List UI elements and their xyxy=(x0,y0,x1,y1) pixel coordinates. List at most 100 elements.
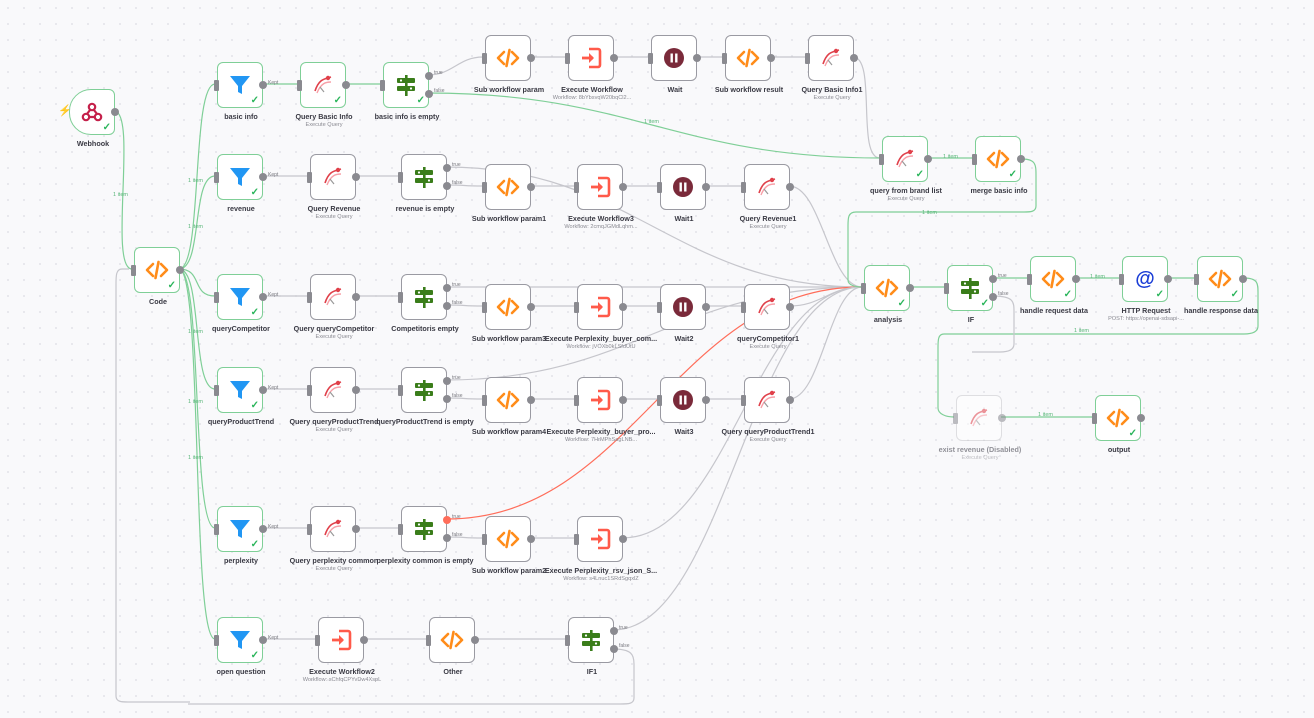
input-port[interactable] xyxy=(1027,274,1032,285)
input-port[interactable] xyxy=(214,635,219,646)
input-port[interactable] xyxy=(398,385,403,396)
output-port[interactable] xyxy=(1164,275,1172,283)
node-perplexity[interactable]: Kept✓perplexity xyxy=(214,506,278,565)
output-port-kept[interactable] xyxy=(259,173,267,181)
output-port[interactable] xyxy=(693,54,701,62)
node-execute-perplexity-rsv[interactable]: Execute Perplexity_rsv_json_S...Workflow… xyxy=(545,516,657,582)
output-port[interactable] xyxy=(527,535,535,543)
input-port[interactable] xyxy=(657,182,662,193)
input-port[interactable] xyxy=(953,413,958,424)
input-port[interactable] xyxy=(657,395,662,406)
input-port[interactable] xyxy=(307,524,312,535)
input-port[interactable] xyxy=(398,172,403,183)
input-port[interactable] xyxy=(131,265,136,276)
output-port-kept[interactable] xyxy=(259,525,267,533)
output-port[interactable] xyxy=(342,81,350,89)
output-port-false[interactable] xyxy=(443,302,451,310)
output-port[interactable] xyxy=(360,636,368,644)
input-port[interactable] xyxy=(879,154,884,165)
node-query-product-trend[interactable]: Kept✓queryProductTrend xyxy=(208,367,278,426)
output-port[interactable] xyxy=(998,414,1006,422)
node-sub-wf-param[interactable]: Sub workflow param xyxy=(474,35,544,94)
node-wait[interactable]: Wait xyxy=(648,35,701,94)
output-port[interactable] xyxy=(702,183,710,191)
input-port[interactable] xyxy=(565,635,570,646)
input-port[interactable] xyxy=(1194,274,1199,285)
input-port[interactable] xyxy=(574,182,579,193)
node-sub-wf-param2[interactable]: Sub workflow param2 xyxy=(472,516,546,575)
input-port[interactable] xyxy=(482,302,487,313)
input-port[interactable] xyxy=(574,534,579,545)
output-port[interactable] xyxy=(176,266,184,274)
input-port[interactable] xyxy=(741,182,746,193)
output-port-true[interactable] xyxy=(443,516,451,524)
input-port[interactable] xyxy=(972,154,977,165)
output-port[interactable] xyxy=(352,386,360,394)
input-port[interactable] xyxy=(944,283,949,294)
output-port[interactable] xyxy=(786,303,794,311)
node-webhook[interactable]: ⚡✓Webhook xyxy=(58,89,119,148)
node-open-question[interactable]: Kept✓open question xyxy=(214,617,278,676)
input-port[interactable] xyxy=(214,80,219,91)
output-port[interactable] xyxy=(850,54,858,62)
input-port[interactable] xyxy=(1119,274,1124,285)
output-port-true[interactable] xyxy=(443,377,451,385)
output-port[interactable] xyxy=(702,303,710,311)
input-port[interactable] xyxy=(574,302,579,313)
output-port[interactable] xyxy=(924,155,932,163)
input-port[interactable] xyxy=(307,292,312,303)
output-port-false[interactable] xyxy=(989,293,997,301)
output-port-kept[interactable] xyxy=(259,81,267,89)
input-port[interactable] xyxy=(214,292,219,303)
input-port[interactable] xyxy=(307,172,312,183)
node-execute-perplexity-buyer-com[interactable]: Execute Perplexity_buyer_com...Workflow:… xyxy=(545,284,657,350)
output-port[interactable] xyxy=(619,303,627,311)
node-output[interactable]: ✓output xyxy=(1092,395,1145,454)
output-port[interactable] xyxy=(619,535,627,543)
input-port[interactable] xyxy=(398,524,403,535)
output-port[interactable] xyxy=(1137,414,1145,422)
input-port[interactable] xyxy=(482,53,487,64)
output-port[interactable] xyxy=(1239,275,1247,283)
output-port[interactable] xyxy=(352,293,360,301)
output-port[interactable] xyxy=(619,396,627,404)
output-port[interactable] xyxy=(352,525,360,533)
node-handle-request-data[interactable]: ✓handle request data xyxy=(1020,256,1088,315)
input-port[interactable] xyxy=(565,53,570,64)
input-port[interactable] xyxy=(214,172,219,183)
input-port[interactable] xyxy=(482,182,487,193)
output-port-true[interactable] xyxy=(443,284,451,292)
node-merge-basic-info[interactable]: ✓merge basic info xyxy=(970,136,1028,195)
output-port-false[interactable] xyxy=(610,645,618,653)
node-other[interactable]: Other xyxy=(426,617,479,676)
output-port[interactable] xyxy=(1017,155,1025,163)
output-port[interactable] xyxy=(610,54,618,62)
input-port[interactable] xyxy=(380,80,385,91)
output-port-false[interactable] xyxy=(443,395,451,403)
node-basic-info[interactable]: Kept✓basic info xyxy=(214,62,278,121)
input-port[interactable] xyxy=(657,302,662,313)
output-port-kept[interactable] xyxy=(259,386,267,394)
node-wait1[interactable]: Wait1 xyxy=(657,164,710,223)
output-port[interactable] xyxy=(527,396,535,404)
output-port-false[interactable] xyxy=(443,534,451,542)
output-port[interactable] xyxy=(1072,275,1080,283)
output-port[interactable] xyxy=(786,183,794,191)
output-port-false[interactable] xyxy=(425,90,433,98)
input-port[interactable] xyxy=(741,302,746,313)
node-sub-wf-param1[interactable]: Sub workflow param1 xyxy=(472,164,546,223)
output-port-false[interactable] xyxy=(443,182,451,190)
input-port[interactable] xyxy=(214,524,219,535)
